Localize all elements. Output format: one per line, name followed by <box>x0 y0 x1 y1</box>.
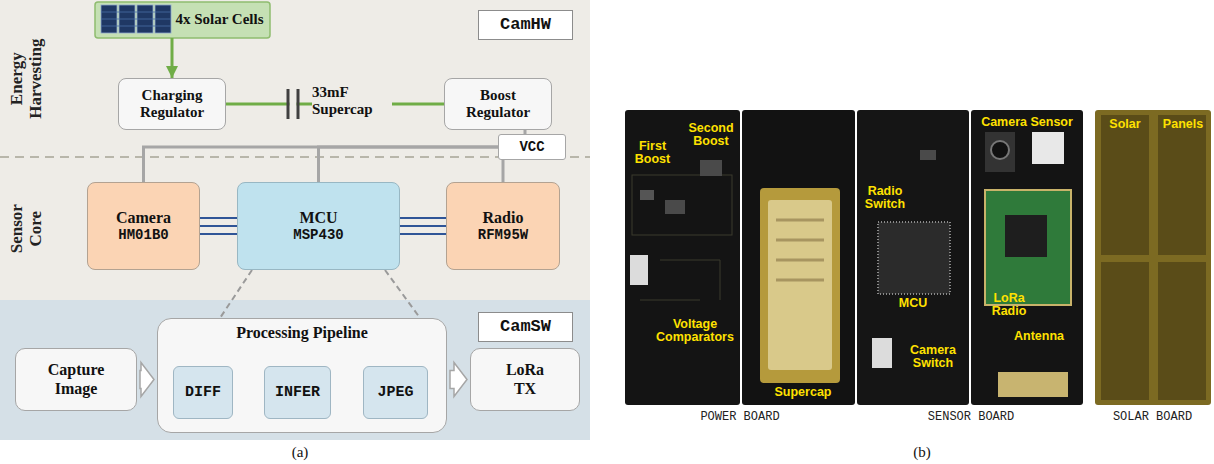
component-label: 33mF Supercap <box>312 84 392 119</box>
process-box: LoRa TX <box>470 348 580 411</box>
photo-callout: LoRa Radio <box>985 292 1033 318</box>
band-label: Sensor Core <box>8 188 45 268</box>
node-title: Charging Regulator <box>127 87 217 122</box>
supercap-board-photo <box>742 110 855 405</box>
node-title: Processing Pipeline <box>164 324 440 342</box>
photo-callout: Radio Switch <box>860 185 910 211</box>
node-subtitle: MSP430 <box>244 227 393 243</box>
node-title: INFER <box>268 384 327 401</box>
data-bus <box>200 218 237 234</box>
photo-callout: Camera Sensor <box>975 116 1079 129</box>
node-title: MCU <box>244 209 393 227</box>
photo-callout: MCU <box>893 297 933 310</box>
board-name: SENSOR BOARD <box>912 410 1030 424</box>
panel-caption: (a) <box>280 444 320 461</box>
stage-box: INFER <box>264 366 331 419</box>
regulator-box: Charging Regulator <box>118 78 226 130</box>
node-title: Radio <box>453 209 553 227</box>
solar-board-photo <box>1095 110 1211 405</box>
photo-callout: Camera Switch <box>902 344 964 370</box>
regulator-box: Boost Regulator <box>444 78 552 130</box>
supply-line <box>144 147 499 182</box>
node-title: LoRa TX <box>499 361 551 398</box>
supply-line <box>319 147 499 182</box>
node-title: Camera <box>94 209 193 227</box>
data-bus <box>400 218 446 234</box>
stage-box: JPEG <box>363 366 428 419</box>
camera-board-photo <box>971 110 1083 405</box>
solar-cells-icon <box>95 2 270 38</box>
power-board-photo <box>625 110 740 405</box>
rail-box: VCC <box>498 134 566 160</box>
board-name: SOLAR BOARD <box>1100 410 1205 424</box>
hardware-band <box>0 0 590 300</box>
photo-callout: Second Boost <box>686 122 736 148</box>
photo-callout: Supercap <box>768 386 838 399</box>
node-title: Capture Image <box>34 361 118 398</box>
mcu-box: MCUMSP430 <box>237 182 400 270</box>
peripheral-box: RadioRFM95W <box>446 182 560 270</box>
dashed-link <box>220 270 420 318</box>
photo-callout: Panels <box>1158 118 1208 131</box>
panel-caption: (b) <box>902 444 942 461</box>
node-subtitle: RFM95W <box>453 227 553 243</box>
pipeline-box: Processing PipelineDIFF INFER JPEG <box>157 318 447 433</box>
supply-line <box>503 160 504 182</box>
source-box: 4x Solar Cells <box>95 2 270 38</box>
flow-arrow <box>450 363 467 397</box>
photo-callout: Voltage Comparators <box>652 318 738 344</box>
peripheral-box: CameraHM01B0 <box>87 182 200 270</box>
node-subtitle: HM01B0 <box>94 227 193 243</box>
group-tag: CamHW <box>478 10 573 40</box>
group-tag: CamSW <box>478 312 573 342</box>
power-arrow <box>172 38 173 78</box>
sensor-board-photo <box>857 110 969 405</box>
photo-callout: Solar <box>1100 118 1150 131</box>
node-title: Boost Regulator <box>453 87 543 122</box>
node-title: VCC <box>505 139 559 155</box>
node-title: JPEG <box>367 384 424 401</box>
stage-box: DIFF <box>173 366 233 419</box>
band-label: Energy Harvesting <box>8 23 45 133</box>
flow-arrow <box>140 363 154 397</box>
software-band <box>0 300 590 440</box>
process-box: Capture Image <box>15 348 137 411</box>
node-title: CamHW <box>485 15 566 35</box>
node-title: CamSW <box>485 317 566 337</box>
node-title: 4x Solar Cells <box>173 11 266 28</box>
node-title: DIFF <box>177 384 229 401</box>
photo-callout: Antenna <box>1008 330 1070 343</box>
photo-callout: First Boost <box>630 140 675 166</box>
board-name: POWER BOARD <box>690 410 790 424</box>
